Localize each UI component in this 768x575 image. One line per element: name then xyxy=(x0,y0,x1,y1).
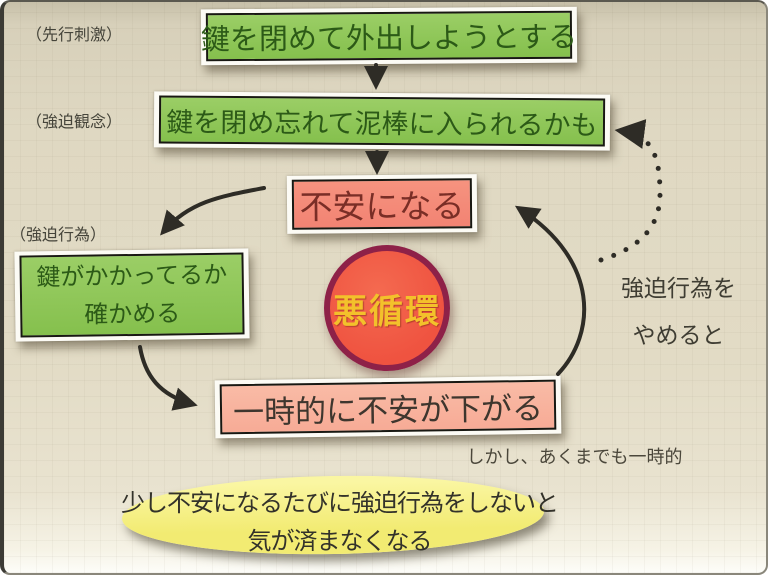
conclusion-line2: 気が済まなくなる xyxy=(247,527,433,555)
box-checking-line2: 確かめる xyxy=(84,299,181,329)
conclusion-line1: 少し不安になるたびに強迫行為をしないと xyxy=(121,489,559,517)
box-relief: 一時的に不安が下がる xyxy=(214,375,562,439)
box-checking: 鍵がかかってるか 確かめる xyxy=(14,248,250,342)
side-note-stop-compulsion: 強迫行為を やめると xyxy=(601,266,756,360)
vicious-cycle-circle: 悪循環 xyxy=(324,245,450,371)
box-trigger: 鍵を閉めて外出しようとする xyxy=(200,6,577,66)
box-relief-text: 一時的に不安が下がる xyxy=(219,379,557,435)
vicious-cycle-text: 悪循環 xyxy=(333,291,441,332)
conclusion-text: 少し不安になるたびに強迫行為をしないと 気が済まなくなる xyxy=(102,484,577,560)
box-checking-line1: 鍵がかかってるか xyxy=(36,260,228,292)
box-obsessive-thought-text: 鍵を閉め忘れて泥棒に入られるかも xyxy=(158,95,606,147)
label-obsession: （強迫観念） xyxy=(26,112,123,131)
box-obsessive-thought: 鍵を閉め忘れて泥棒に入られるかも xyxy=(153,91,611,151)
arrow-checking-to-relief xyxy=(138,345,198,411)
side-note-line1: 強迫行為を xyxy=(621,276,736,302)
box-anxiety-text: 不安になる xyxy=(291,178,473,230)
caption-only-temporary: しかし、あくまでも一時的 xyxy=(466,447,683,468)
arrow-anxiety-to-checking xyxy=(160,186,266,236)
side-note-line2: やめると xyxy=(632,323,725,349)
box-anxiety: 不安になる xyxy=(286,174,478,234)
label-antecedent-stimulus: （先行刺激） xyxy=(26,25,123,44)
box-trigger-text: 鍵を閉めて外出しようとする xyxy=(201,10,577,62)
label-compulsion: （強迫行為） xyxy=(10,225,107,244)
arrow-relief-to-anxiety xyxy=(514,205,587,376)
arrow-dotted-stop-compulsion xyxy=(598,119,663,263)
